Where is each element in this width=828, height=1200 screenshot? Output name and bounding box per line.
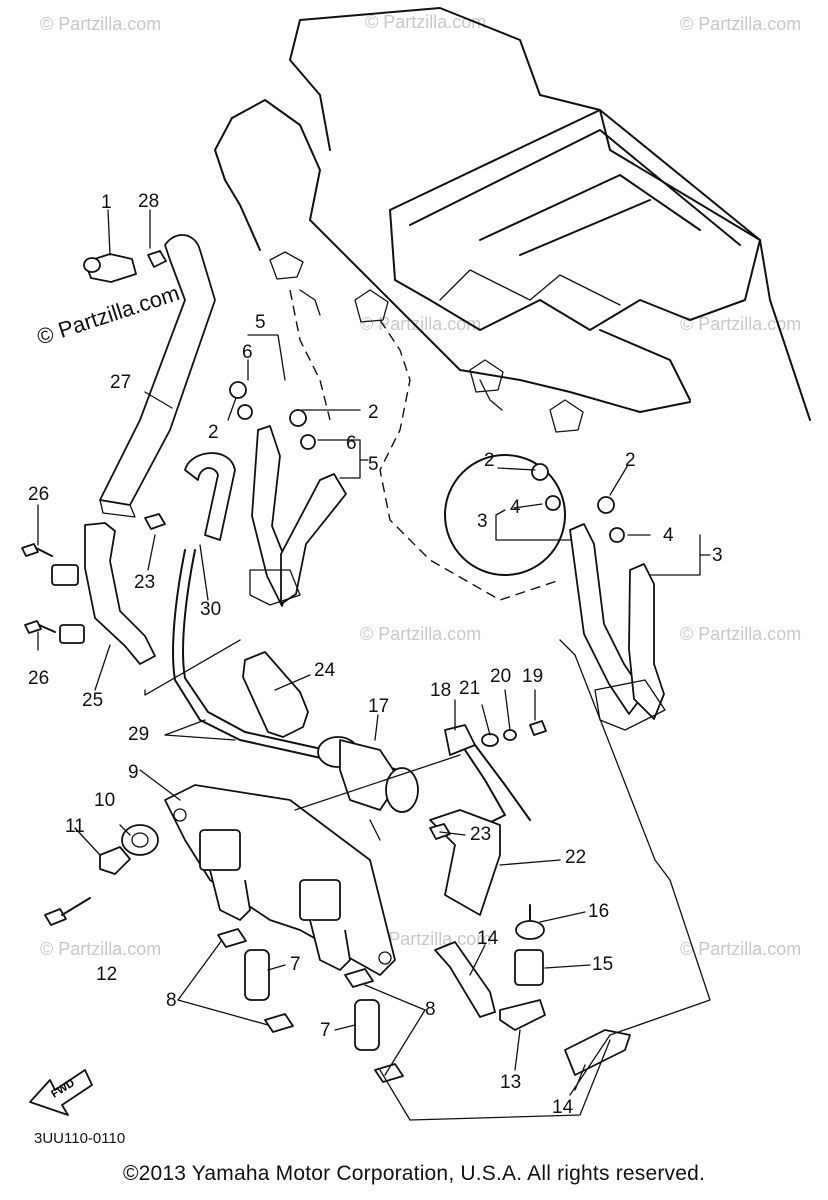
callout-19: 19	[522, 666, 543, 687]
hose-15	[514, 949, 544, 986]
callout-7: 7	[320, 1020, 331, 1041]
clip-8	[264, 1013, 294, 1033]
callout-8: 8	[166, 990, 177, 1011]
callout-24: 24	[314, 660, 336, 681]
callout-29: 29	[128, 724, 149, 745]
callout-30: 30	[200, 599, 221, 620]
callout-5: 5	[368, 454, 379, 475]
callout-10: 10	[94, 790, 115, 811]
watermark: © Partzilla.com	[680, 14, 801, 34]
collar-11	[99, 846, 131, 875]
hose-7-left	[244, 949, 270, 1001]
clip-28	[147, 250, 167, 268]
watermark-main: © Partzilla.com	[34, 280, 183, 350]
callout-14: 14	[477, 928, 499, 949]
grommet-10	[121, 824, 159, 856]
callout-labels: 1 28 5 6 2 2 6 5 27 2 2 4 3 4 3 26 23 30…	[28, 191, 723, 1118]
copyright-text: ©2013 Yamaha Motor Corporation, U.S.A. A…	[122, 1162, 706, 1185]
callout-2: 2	[625, 450, 636, 471]
callout-2: 2	[368, 402, 379, 423]
watermark: © Partzilla.com	[360, 314, 481, 334]
pipe-25	[51, 522, 156, 665]
callout-9: 9	[128, 762, 139, 783]
fwd-arrow: FWD	[29, 1069, 93, 1116]
watermark: © Partzilla.com	[40, 14, 161, 34]
hose-14-lower	[564, 1029, 631, 1076]
callout-7: 7	[290, 954, 301, 975]
watermark: © Partzilla.com	[680, 314, 801, 334]
valve-17	[317, 736, 419, 813]
callout-8: 8	[425, 999, 436, 1020]
callout-13: 13	[500, 1072, 521, 1093]
callout-23: 23	[470, 824, 491, 845]
callout-4: 4	[663, 525, 674, 546]
callout-3: 3	[712, 545, 723, 566]
callout-16: 16	[588, 901, 609, 922]
bracket-9	[164, 784, 396, 976]
watermark: © Partzilla.com	[365, 12, 486, 32]
part-1-elbow	[83, 253, 137, 283]
callout-6: 6	[346, 433, 357, 454]
hose-27	[99, 234, 216, 518]
hose-30	[144, 452, 406, 781]
callout-3: 3	[477, 511, 488, 532]
bolt-26-upper	[21, 543, 53, 557]
part-16	[515, 904, 545, 940]
callout-14: 14	[552, 1097, 574, 1118]
callout-27: 27	[110, 372, 131, 393]
callout-6: 6	[242, 342, 253, 363]
watermarks: © Partzilla.com © Partzilla.com © Partzi…	[40, 12, 801, 959]
callout-22: 22	[565, 847, 586, 868]
hose-24	[242, 651, 309, 738]
callout-15: 15	[592, 954, 613, 975]
callout-26: 26	[28, 668, 49, 689]
joint-13	[499, 999, 546, 1031]
bracket-18	[444, 724, 531, 831]
hose-7-right	[354, 999, 380, 1051]
watermark: © Partzilla.com	[370, 929, 491, 949]
callout-5: 5	[255, 312, 266, 333]
callout-2: 2	[484, 450, 495, 471]
callout-4: 4	[510, 497, 521, 518]
hose-14-upper	[434, 941, 496, 1018]
leader-lines	[37, 209, 711, 1121]
callout-12: 12	[96, 964, 117, 985]
washers-19-21	[481, 720, 547, 747]
callout-17: 17	[368, 696, 389, 717]
callout-1: 1	[101, 192, 112, 213]
callout-26: 26	[28, 484, 49, 505]
watermark: © Partzilla.com	[680, 939, 801, 959]
watermark: © Partzilla.com	[360, 624, 481, 644]
callout-11: 11	[65, 816, 85, 837]
watermark: © Partzilla.com	[40, 939, 161, 959]
bolt-12	[44, 897, 91, 926]
callout-21: 21	[459, 678, 480, 699]
callout-23: 23	[134, 572, 155, 593]
hose-3-group	[531, 463, 666, 731]
clip-8	[217, 928, 247, 948]
callout-25: 25	[82, 690, 103, 711]
diagram-code: 3UU110-0110	[34, 1130, 126, 1147]
hose-5-group	[229, 381, 347, 607]
watermark: © Partzilla.com	[680, 624, 801, 644]
engine-outline	[214, 7, 811, 601]
callout-28: 28	[138, 191, 159, 212]
callout-2: 2	[208, 422, 219, 443]
callout-18: 18	[430, 680, 451, 701]
clip-8	[344, 968, 374, 988]
clip-8	[374, 1063, 404, 1083]
callout-20: 20	[490, 666, 511, 687]
bolt-26-lower	[24, 620, 56, 634]
hose-22	[429, 809, 501, 916]
